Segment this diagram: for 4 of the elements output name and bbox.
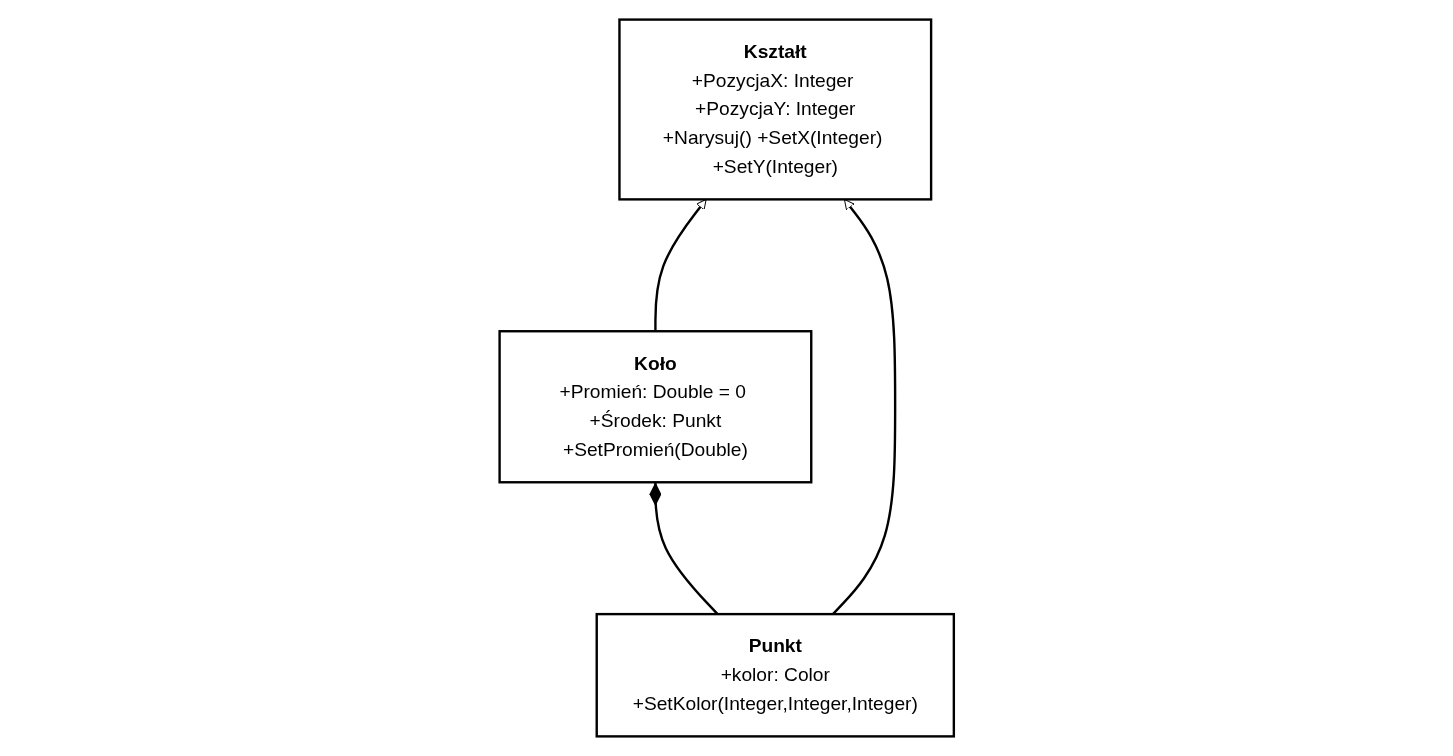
node-box: Punkt +kolor: Color +SetKolor(Integer,Integer,Integer) [595,612,955,738]
connector [649,482,719,615]
node-box: Kształt +PozycjaX: Integer +PozycjaY: Integer +Narysuj() +SetX(Integer) +SetY(Integer) [618,18,933,201]
node-box: Koło +Promień: Double = 0 +Środek: Punkt +SetPromień(Double) [498,330,813,484]
